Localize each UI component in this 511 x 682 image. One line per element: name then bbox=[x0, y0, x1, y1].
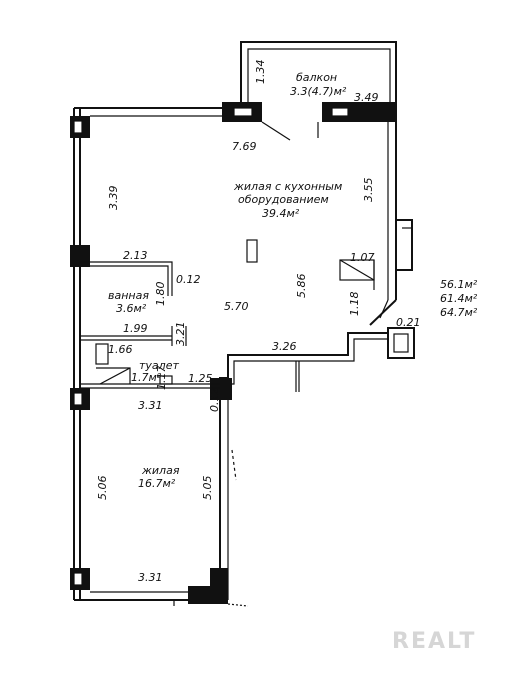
balcony-outline bbox=[240, 41, 397, 108]
bathroom-name: ванная bbox=[108, 289, 149, 302]
dim-bath-width: 2.13 bbox=[123, 249, 148, 262]
total-living-area: 56.1м² bbox=[440, 278, 478, 291]
dimension-labels: 1.34 3.49 7.69 3.39 3.55 2.13 0.12 1.07 … bbox=[96, 60, 421, 585]
interior-walls bbox=[80, 121, 389, 607]
living-name: жилая bbox=[141, 464, 180, 477]
dim-partition: 3.21 bbox=[174, 322, 187, 347]
watermark: REALT bbox=[392, 629, 476, 654]
dim-living-width-bottom: 3.31 bbox=[138, 571, 163, 584]
dim-balcony-depth: 1.34 bbox=[254, 60, 267, 85]
toilet-name: туалет bbox=[139, 359, 179, 372]
dim-bath-small: 0.12 bbox=[176, 273, 201, 286]
toilet-area: 1.7м² bbox=[131, 371, 162, 384]
living-area: 16.7м² bbox=[138, 477, 176, 490]
balcony-name: балкон bbox=[296, 71, 337, 84]
balcony-area: 3.3(4.7)м² bbox=[290, 85, 347, 98]
room-labels: балкон 3.3(4.7)м² жилая с кухонным обору… bbox=[108, 71, 347, 490]
total-area: 61.4м² bbox=[440, 292, 478, 305]
dim-top-wall: 7.69 bbox=[232, 140, 257, 153]
dim-left-upper: 3.39 bbox=[107, 186, 120, 211]
dim-bath-height: 1.80 bbox=[154, 282, 167, 307]
bathroom-area: 3.6м² bbox=[116, 302, 147, 315]
dim-center-height: 5.86 bbox=[295, 274, 308, 299]
dim-doorway: 1.25 bbox=[188, 372, 213, 385]
total-area-with-balcony: 64.7м² bbox=[440, 306, 478, 319]
area-totals: 56.1м² 61.4м² 64.7м² bbox=[440, 278, 478, 319]
dim-corridor-width: 3.26 bbox=[272, 340, 297, 353]
living-kitchen-name-line2: оборудованием bbox=[238, 193, 329, 206]
dim-step-right: 0.21 bbox=[396, 316, 421, 329]
living-kitchen-name-line1: жилая с кухонным bbox=[233, 180, 342, 193]
dim-center-width: 5.70 bbox=[224, 300, 249, 313]
dim-kitchen-niche: 1.07 bbox=[350, 251, 375, 264]
windows bbox=[70, 102, 396, 604]
dim-living-width-top: 3.31 bbox=[138, 399, 163, 412]
dim-living-height-right: 5.05 bbox=[201, 476, 214, 501]
dim-right-lower: 1.18 bbox=[348, 292, 361, 317]
dim-toilet-height: 1.17 bbox=[155, 366, 168, 391]
dim-balcony-width: 3.49 bbox=[354, 91, 379, 104]
dim-living-height-left: 5.06 bbox=[96, 476, 109, 501]
dim-right-upper: 3.55 bbox=[362, 178, 375, 203]
dim-wall-thickness: 0.12 bbox=[208, 388, 221, 413]
dim-bath-lower-width: 1.99 bbox=[123, 322, 148, 335]
living-kitchen-area: 39.4м² bbox=[262, 207, 300, 220]
dim-toilet-width: 1.66 bbox=[108, 343, 133, 356]
